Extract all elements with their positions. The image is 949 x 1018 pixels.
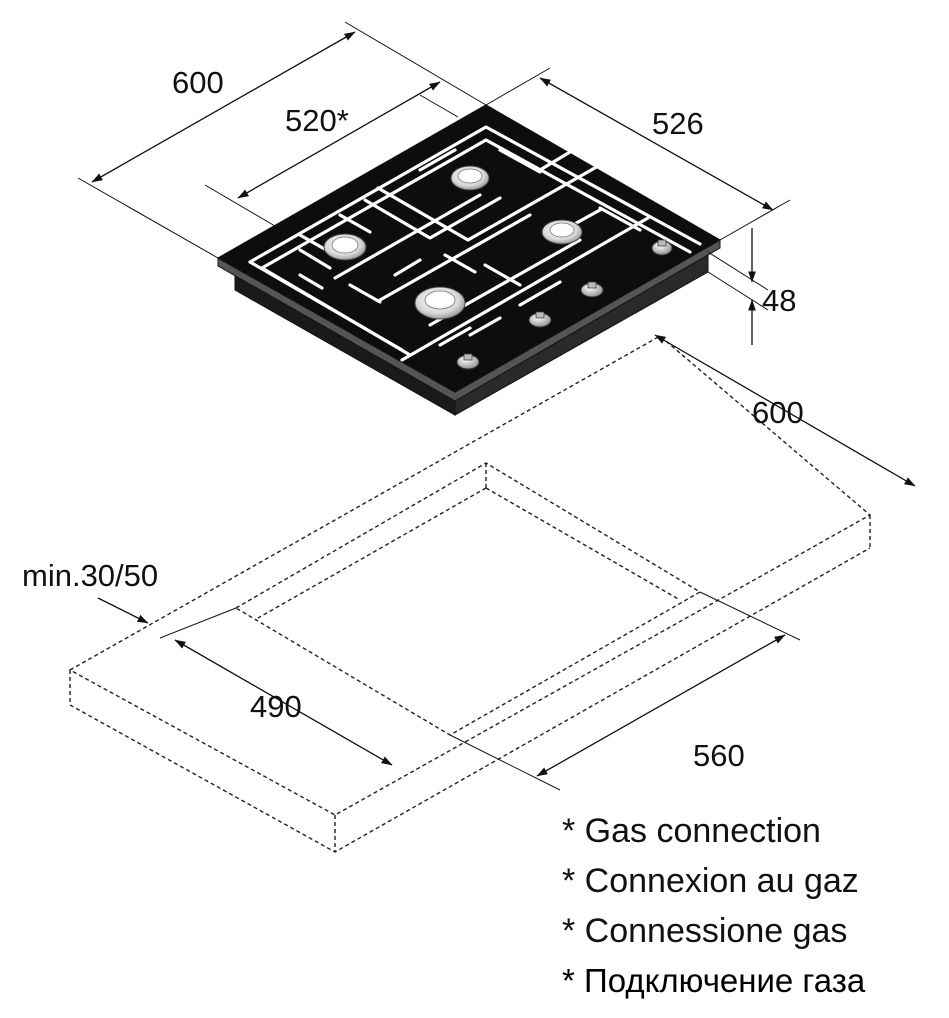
dim-hob-height-label: 48 bbox=[762, 283, 796, 318]
burner-rear bbox=[450, 165, 490, 191]
worktop bbox=[68, 335, 872, 853]
dim-worktop-thickness: min.30/50 bbox=[22, 558, 158, 624]
knob-3 bbox=[580, 281, 604, 298]
dim-gas-connection-label: 520* bbox=[285, 103, 349, 138]
legend: * Gas connection * Connexion au gaz * Co… bbox=[562, 812, 866, 999]
dim-cutout-depth-label: 490 bbox=[250, 689, 302, 724]
legend-gas-connection-ru: * Подключение газа bbox=[562, 962, 866, 999]
dim-hob-depth: 526 bbox=[485, 67, 791, 241]
burner-front bbox=[414, 286, 466, 320]
worktop-cutout bbox=[234, 462, 702, 736]
dim-hob-height: 48 bbox=[707, 228, 796, 345]
burner-left bbox=[323, 233, 367, 261]
dim-hob-width: 600 bbox=[77, 21, 487, 259]
dim-cutout-width-label: 560 bbox=[693, 738, 745, 773]
hob bbox=[216, 104, 722, 416]
legend-gas-connection-en: * Gas connection bbox=[562, 812, 821, 850]
dim-hob-width-label: 600 bbox=[172, 65, 224, 100]
legend-gas-connection-fr: * Connexion au gaz bbox=[562, 862, 859, 900]
dim-gas-connection: 520* bbox=[204, 81, 459, 227]
legend-gas-connection-it: * Connessione gas bbox=[562, 912, 847, 950]
dim-worktop-depth-label: 600 bbox=[752, 395, 804, 430]
dim-cutout-depth: 490 bbox=[159, 607, 393, 766]
control-knobs bbox=[456, 239, 673, 370]
burner-right bbox=[541, 219, 583, 245]
knob-4 bbox=[651, 239, 673, 256]
dim-cutout-width: 560 bbox=[449, 591, 801, 791]
dim-worktop-thickness-label: min.30/50 bbox=[22, 558, 158, 593]
knob-1 bbox=[456, 353, 480, 370]
dim-hob-depth-label: 526 bbox=[652, 106, 704, 141]
knob-2 bbox=[528, 311, 552, 328]
dim-worktop-depth: 600 bbox=[654, 334, 916, 487]
